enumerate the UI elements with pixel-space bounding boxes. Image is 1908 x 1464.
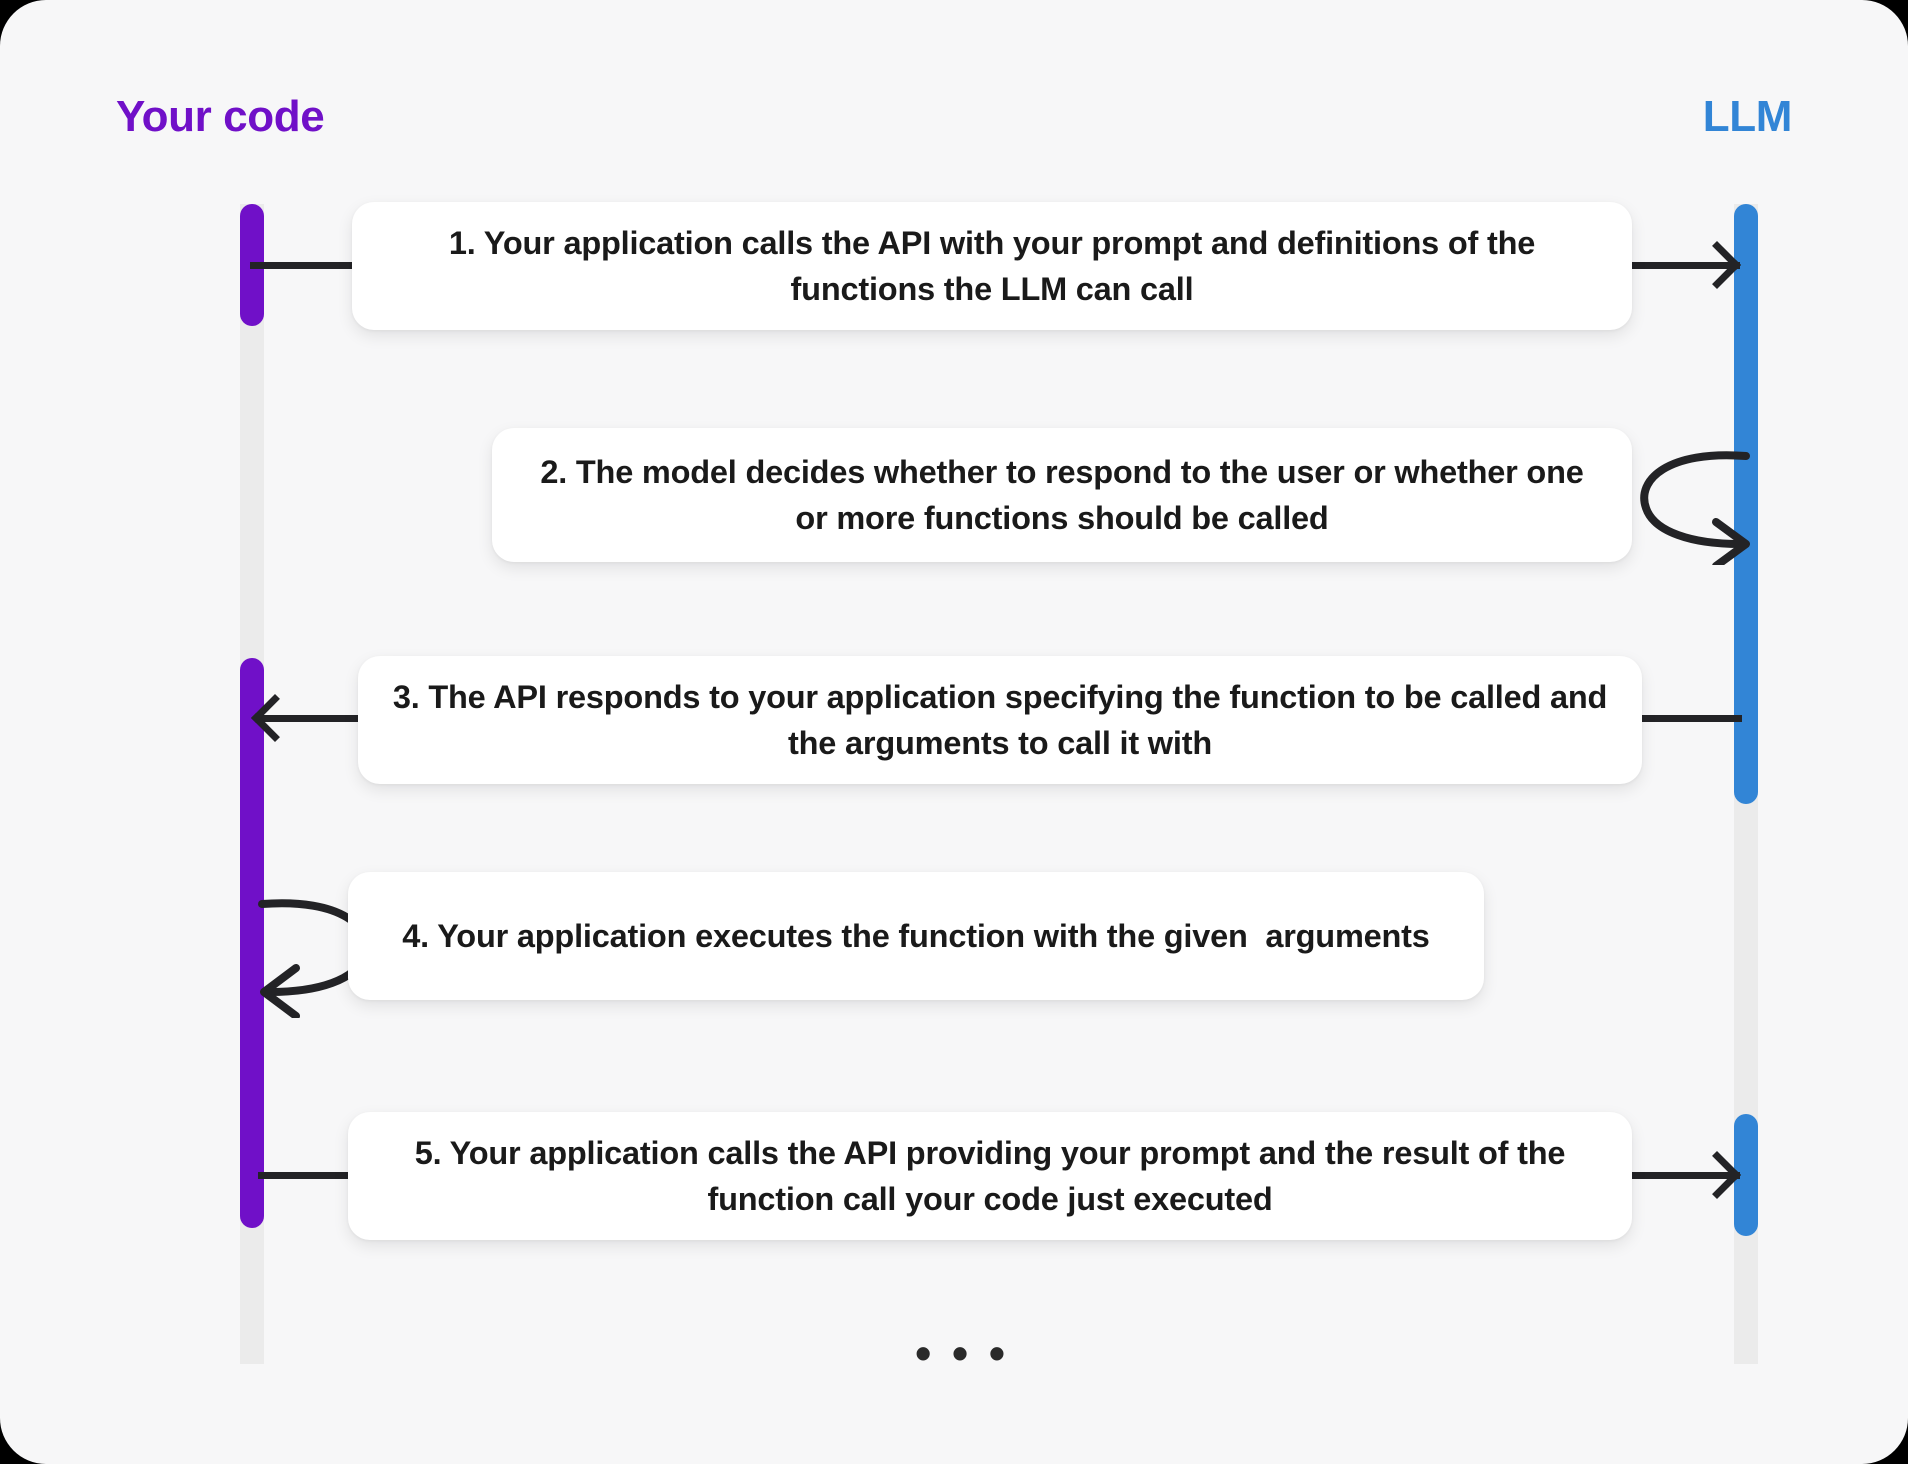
message-text-step5: 5. Your application calls the API provid…	[414, 1134, 1575, 1217]
message-text-step3: 3. The API responds to your application …	[392, 678, 1617, 761]
continuation-ellipsis: • • •	[915, 1327, 1009, 1379]
message-text-step1: 1. Your application calls the API with y…	[448, 224, 1544, 307]
message-box-step4: 4. Your application executes the functio…	[348, 872, 1484, 1000]
actor-label-llm: LLM	[1702, 92, 1793, 141]
message-box-step5: 5. Your application calls the API provid…	[348, 1112, 1632, 1240]
actor-label-your-code: Your code	[116, 92, 325, 141]
message-text-step2: 2. The model decides whether to respond …	[540, 453, 1593, 536]
message-text-step4: 4. Your application executes the functio…	[402, 917, 1430, 954]
activation-llm-step1-3	[1734, 204, 1758, 804]
self-loop-step2	[1640, 451, 1750, 565]
message-box-step1: 1. Your application calls the API with y…	[352, 202, 1632, 330]
activation-your-code-step3-5	[240, 658, 264, 1228]
message-box-step3: 3. The API responds to your application …	[358, 656, 1642, 784]
message-box-step2: 2. The model decides whether to respond …	[492, 428, 1632, 562]
